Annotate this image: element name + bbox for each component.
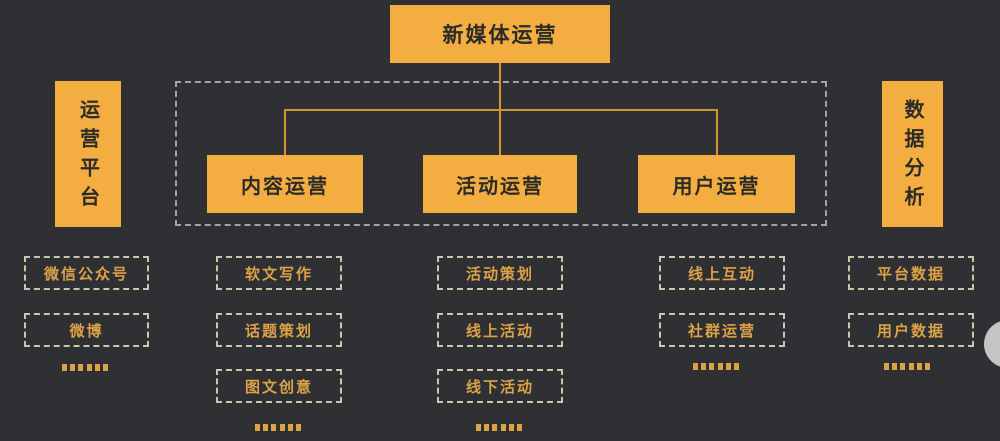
- branch-node-activity: 活动运营: [423, 155, 577, 213]
- leaf-item: 平台数据: [848, 256, 974, 290]
- root-node: 新媒体运营: [390, 5, 610, 63]
- connector-horizontal: [284, 109, 718, 111]
- ellipsis-dots: [62, 363, 108, 371]
- leaf-item: 软文写作: [216, 256, 342, 290]
- leaf-item: 线上互动: [659, 256, 785, 290]
- side-node-data-analysis: 数据分析: [882, 81, 943, 227]
- ellipsis-dots: [476, 423, 522, 431]
- leaf-item: 话题策划: [216, 313, 342, 347]
- connector-to-user: [716, 109, 718, 155]
- ellipsis-dots: [884, 362, 930, 370]
- leaf-item: 线下活动: [437, 369, 563, 403]
- branch-group-container: [175, 81, 827, 226]
- side-node-operation-platform: 运营平台: [55, 81, 121, 227]
- leaf-item: 图文创意: [216, 369, 342, 403]
- leaf-item: 线上活动: [437, 313, 563, 347]
- leaf-item: 活动策划: [437, 256, 563, 290]
- leaf-item: 社群运营: [659, 313, 785, 347]
- leaf-item: 用户数据: [848, 313, 974, 347]
- ellipsis-dots: [693, 362, 739, 370]
- branch-node-user: 用户运营: [638, 155, 795, 213]
- leaf-item: 微博: [24, 313, 149, 347]
- connector-to-content: [284, 109, 286, 155]
- leaf-item: 微信公众号: [24, 256, 149, 290]
- branch-node-content: 内容运营: [207, 155, 363, 213]
- watermark-circle: [984, 320, 1000, 368]
- ellipsis-dots: [255, 423, 301, 431]
